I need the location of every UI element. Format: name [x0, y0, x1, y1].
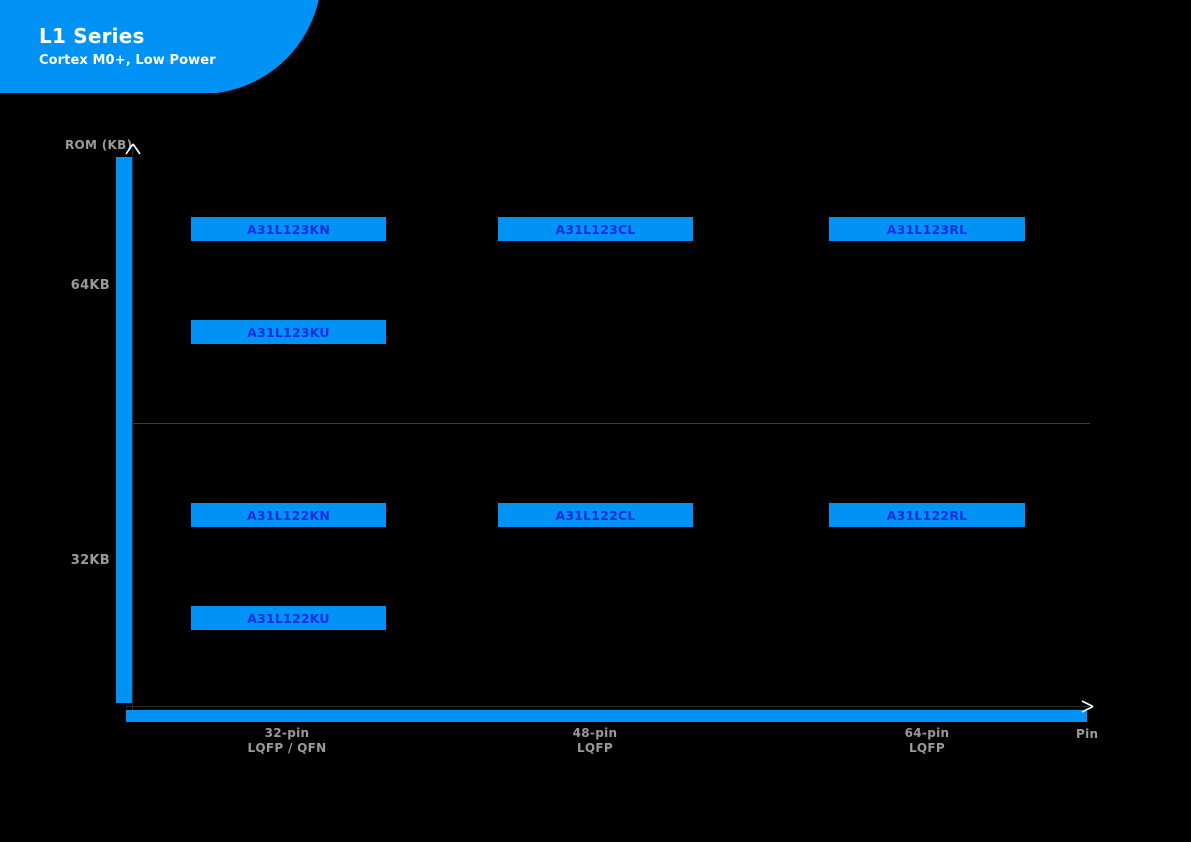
x-tick-32pin-line2: LQFP / QFN — [247, 741, 327, 755]
y-axis-arrow-icon — [125, 143, 141, 155]
y-tick-label-32kb: 32KB — [70, 553, 110, 568]
banner-text-group: L1 Series Cortex M0+, Low Power — [39, 0, 216, 93]
rom-band-divider — [133, 423, 1090, 424]
x-tick-48pin-line2: LQFP — [576, 741, 614, 755]
product-box-a31l123cl[interactable]: A31L123CL — [498, 217, 693, 241]
x-tick-64pin-line2: LQFP — [908, 741, 946, 755]
x-tick-32pin-line1: 32-pin — [264, 726, 310, 740]
x-tick-label-32pin: 32-pin LQFP / QFN — [187, 726, 387, 756]
x-tick-64pin-line1: 64-pin — [904, 726, 950, 740]
product-box-a31l123kn[interactable]: A31L123KN — [191, 217, 386, 241]
product-box-a31l123rl[interactable]: A31L123RL — [829, 217, 1025, 241]
x-tick-48pin-line1: 48-pin — [572, 726, 618, 740]
product-box-a31l122rl[interactable]: A31L122RL — [829, 503, 1025, 527]
y-axis-bar — [116, 157, 132, 703]
product-box-a31l122ku[interactable]: A31L122KU — [191, 606, 386, 630]
x-axis-bar — [126, 710, 1087, 722]
x-tick-label-48pin: 48-pin LQFP — [495, 726, 695, 756]
x-axis-arrow-icon — [1081, 700, 1094, 713]
product-box-a31l122kn[interactable]: A31L122KN — [191, 503, 386, 527]
x-tick-label-64pin: 64-pin LQFP — [827, 726, 1027, 756]
x-axis-line — [126, 706, 1089, 707]
product-box-a31l123ku[interactable]: A31L123KU — [191, 320, 386, 344]
series-subtitle: Cortex M0+, Low Power — [39, 52, 216, 68]
x-axis-title: Pin — [1076, 727, 1099, 741]
series-title: L1 Series — [39, 23, 145, 48]
y-axis-title: ROM (KB) — [65, 138, 133, 152]
y-axis-line — [132, 148, 133, 711]
product-box-a31l122cl[interactable]: A31L122CL — [498, 503, 693, 527]
y-tick-label-64kb: 64KB — [70, 278, 110, 293]
